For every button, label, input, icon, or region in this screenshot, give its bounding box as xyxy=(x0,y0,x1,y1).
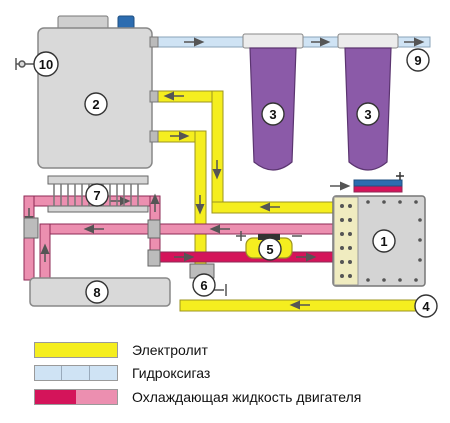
filter-2 xyxy=(337,33,399,171)
svg-text:9: 9 xyxy=(414,53,421,68)
badge-3b: 3 xyxy=(356,102,380,126)
badge-10: 10 xyxy=(33,51,59,77)
legend-electrolyte: Электролит xyxy=(34,341,208,359)
badge-4: 4 xyxy=(414,294,438,318)
badge-1: 1 xyxy=(372,229,396,253)
legend-electrolyte-label: Электролит xyxy=(132,342,208,358)
component-badges: 1 2 3 3 4 5 6 7 8 9 10 xyxy=(33,48,438,318)
badge-8: 8 xyxy=(85,280,109,304)
badge-6: 6 xyxy=(192,273,216,297)
filter-1 xyxy=(242,33,304,171)
legend-coolant-label: Охлаждающая жидкость двигателя xyxy=(132,389,362,405)
svg-text:6: 6 xyxy=(200,278,207,293)
badge-5: 5 xyxy=(258,237,282,261)
badge-9: 9 xyxy=(406,48,430,72)
radiator xyxy=(23,175,161,267)
svg-text:2: 2 xyxy=(92,97,99,112)
legend-hydroxy-gas: Гидроксигаз xyxy=(34,364,210,382)
svg-text:4: 4 xyxy=(422,299,430,314)
svg-text:3: 3 xyxy=(364,107,371,122)
badge-3a: 3 xyxy=(261,102,285,126)
electrolyte-tank xyxy=(37,15,159,169)
legend-coolant: Охлаждающая жидкость двигателя xyxy=(34,388,361,406)
svg-text:8: 8 xyxy=(93,285,100,300)
badge-2: 2 xyxy=(84,92,108,116)
legend-hydroxy-gas-label: Гидроксигаз xyxy=(132,365,211,381)
svg-text:3: 3 xyxy=(269,107,276,122)
badge-7: 7 xyxy=(85,183,109,207)
svg-text:1: 1 xyxy=(380,234,387,249)
svg-text:7: 7 xyxy=(93,188,100,203)
svg-text:10: 10 xyxy=(39,57,53,72)
svg-text:5: 5 xyxy=(266,242,273,257)
flow-arrows xyxy=(24,37,425,310)
electrolyte-swatch xyxy=(34,342,118,358)
electrolyser-cell xyxy=(332,172,426,287)
coolant-swatch xyxy=(34,389,118,405)
hydroxy-gas-swatch xyxy=(34,365,118,381)
